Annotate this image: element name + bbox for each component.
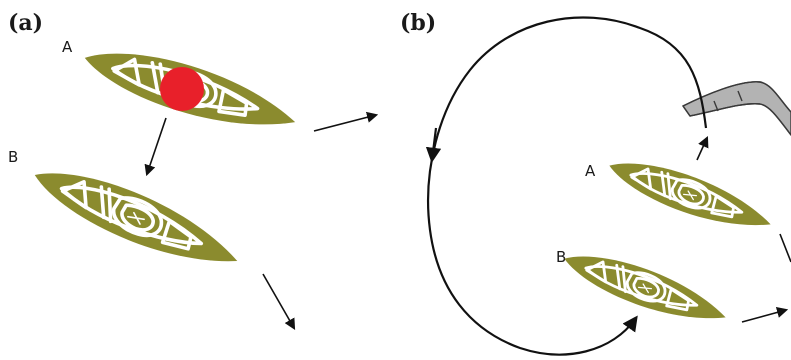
arrow-a-motion [313, 111, 379, 132]
cell-a-label-panel-b: A [585, 162, 596, 180]
panel-b-label: (b) [400, 10, 436, 36]
cell-b-panel-a [23, 151, 249, 285]
arrow-a-motion-panel-b [779, 233, 791, 263]
arrow-b-motion [262, 273, 296, 330]
cell-a-label-panel-a: A [62, 38, 73, 56]
red-spot-marker [160, 67, 204, 111]
panel-a-label: (a) [8, 10, 43, 36]
arrow-b-motion-panel-b [741, 306, 789, 323]
cell-a-panel-b [601, 147, 779, 243]
arrow-a-toward-pipette [696, 135, 709, 161]
trajectory-loop-direction-arrow [425, 127, 442, 164]
cell-b-panel-b [556, 240, 734, 336]
trajectory-loop [427, 16, 708, 356]
cell-b-label-panel-a: B [8, 148, 18, 166]
cell-b-label-panel-b: B [556, 248, 566, 266]
arrow-a-to-b [144, 117, 167, 177]
micropipette [681, 81, 791, 137]
